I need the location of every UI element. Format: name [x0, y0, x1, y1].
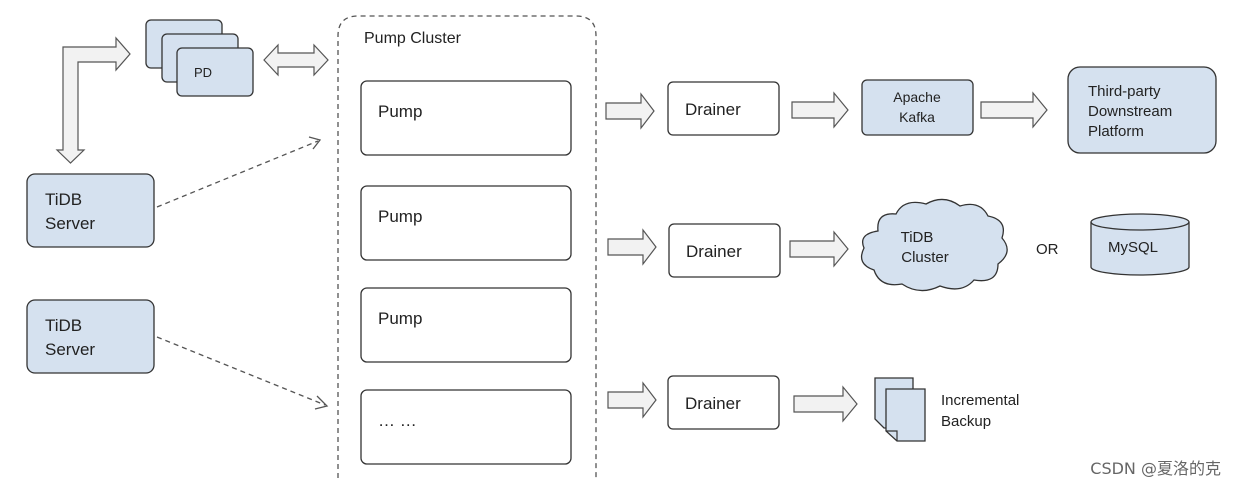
pd-pump-double-arrow — [263, 43, 329, 77]
tidb-server-1-box — [26, 173, 155, 248]
tidb-server-1-line2: Server — [45, 214, 95, 233]
document-front-icon — [885, 388, 926, 442]
kafka-thirdparty-arrow — [980, 91, 1048, 129]
backup-line1: Incremental — [941, 392, 1019, 409]
pump-drainer-arrow-2 — [607, 228, 657, 266]
incremental-backup: Incremental Backup — [874, 377, 1019, 442]
pump-cluster-title: Pump Cluster — [364, 30, 462, 47]
pump-label-2: Pump — [378, 207, 422, 226]
tidb-server-2-line1: TiDB — [45, 316, 82, 335]
drainer-backup-arrow — [793, 385, 858, 423]
drainer-box-3 — [667, 375, 780, 430]
pump-drainer-arrow-3 — [607, 381, 657, 419]
pump-label-4: … … — [378, 411, 417, 430]
tidb-1-dashed-arrow — [156, 136, 322, 208]
csdn-watermark: CSDN @夏洛的克 — [1090, 459, 1221, 478]
third-party-line3: Platform — [1088, 123, 1144, 140]
tidb-cluster-line1: TiDB — [901, 229, 934, 246]
drainer-box-1 — [667, 81, 780, 136]
third-party-box — [1067, 66, 1217, 154]
third-party-line2: Downstream — [1088, 103, 1172, 120]
or-label: OR — [1036, 241, 1059, 258]
pump-box-4 — [360, 389, 572, 465]
pump-cluster-border — [337, 15, 597, 478]
pump-box-3 — [360, 287, 572, 363]
tidb-2-dashed-arrow — [156, 336, 329, 410]
pd-label: PD — [194, 65, 212, 80]
tidb-server-1-line1: TiDB — [45, 190, 82, 209]
kafka-line1: Apache — [893, 89, 941, 105]
tidb-cluster-line2: Cluster — [901, 249, 949, 266]
tidb-server-1: TiDB Server — [26, 173, 155, 248]
pd-box-front — [176, 47, 254, 97]
tidb-server-2: TiDB Server — [26, 299, 155, 374]
drainer-box-2 — [668, 223, 781, 278]
pd-tidb-l-arrow — [55, 36, 131, 164]
drainer-tidb-cluster-arrow — [789, 230, 849, 268]
tidb-server-2-box — [26, 299, 155, 374]
drainer-label-1: Drainer — [685, 100, 741, 119]
mysql-database: MySQL — [1090, 213, 1190, 276]
tidb-server-2-line2: Server — [45, 340, 95, 359]
third-party-line1: Third-party — [1088, 83, 1161, 100]
pump-cluster: Pump Cluster Pump Pump Pump … … — [337, 15, 597, 478]
drainer-kafka-arrow — [791, 91, 849, 129]
pd-stack: PD — [145, 19, 254, 97]
drainer-label-3: Drainer — [685, 394, 741, 413]
pump-label-1: Pump — [378, 102, 422, 121]
backup-line2: Backup — [941, 413, 991, 430]
cloud-icon — [860, 198, 1008, 292]
pump-drainer-arrow-1 — [605, 92, 655, 130]
kafka-box — [861, 79, 974, 136]
pump-box-2 — [360, 185, 572, 261]
pump-label-3: Pump — [378, 309, 422, 328]
pump-box-1 — [360, 80, 572, 156]
kafka-line2: Kafka — [899, 109, 935, 125]
drainer-label-2: Drainer — [686, 242, 742, 261]
tidb-cluster-cloud: TiDB Cluster — [860, 198, 1008, 292]
mysql-label: MySQL — [1108, 239, 1158, 256]
